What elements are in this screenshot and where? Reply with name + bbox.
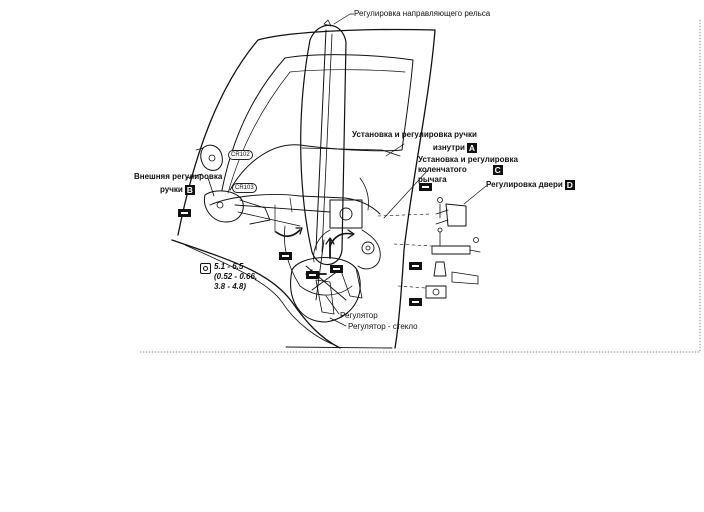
clip-tag-upper: CR102	[228, 150, 253, 160]
tool-symbol-icon	[330, 265, 343, 273]
tool-symbol-icon	[178, 209, 191, 217]
guide-rail-oval	[300, 24, 347, 266]
label-regulator: Регулятор	[340, 311, 378, 320]
tool-symbol-icon	[419, 183, 432, 191]
letter-box-c: C	[492, 165, 503, 175]
torque-wrench-icon	[200, 263, 211, 274]
letter-box-a: A	[466, 143, 477, 153]
tool-symbol-icon	[409, 298, 422, 306]
label-regulator-glass: Регулятор - стекло	[348, 322, 418, 331]
letter-box-d: D	[564, 180, 575, 190]
torque-value-ftlb: 3.8 - 4.8)	[214, 282, 247, 291]
window-frame	[221, 54, 414, 191]
label-guide-rail: Регулировка направляющего рельса	[354, 9, 491, 18]
tool-symbol-icon	[279, 252, 292, 260]
door-outline	[177, 28, 436, 349]
torque-value-kgm: (0.52 - 0.66,	[214, 272, 258, 281]
tool-symbol-icon	[409, 262, 422, 270]
torque-value-nm: 5.1 - 6.5	[214, 262, 244, 271]
letter-box-b: B	[184, 185, 195, 195]
tool-symbol-icon	[306, 271, 319, 279]
clip-tag-lower: CR103	[232, 183, 257, 193]
door-bottom	[171, 239, 341, 349]
regulator-circle	[290, 256, 361, 323]
